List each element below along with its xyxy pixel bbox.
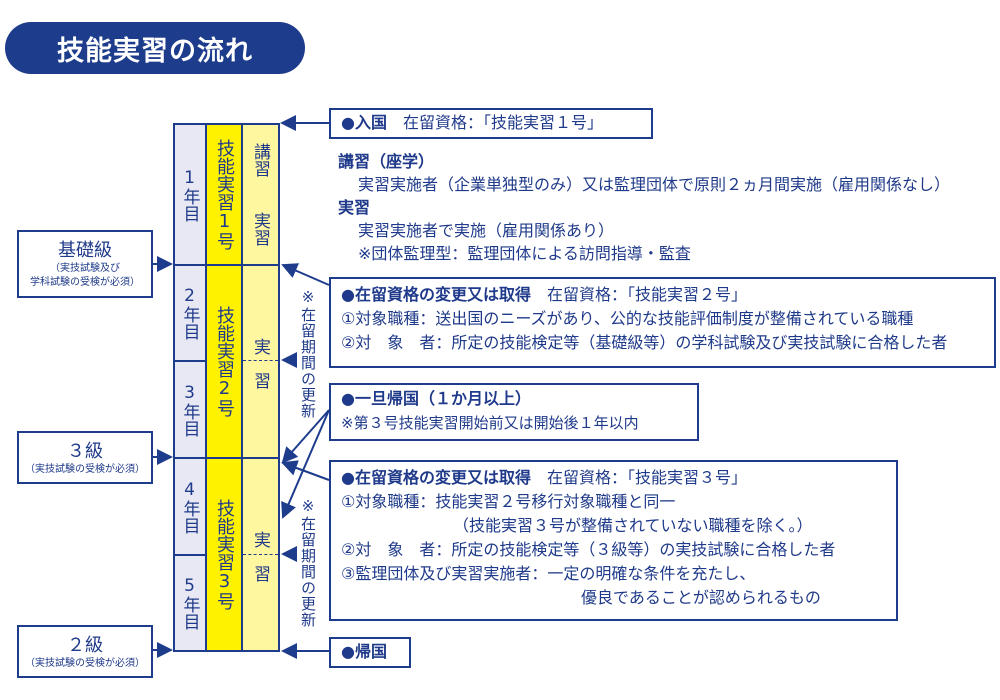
basic-grade-box: 基礎級 （実技試験及び 学科試験の受検が必須） — [17, 230, 153, 298]
change3-line3b: 優良であることが認められるもの — [581, 588, 821, 607]
practice-cell-2: 実 習 — [241, 264, 280, 459]
stage-2: 技能実習2号 — [205, 264, 243, 459]
change2-status: 在留資格：「技能実習２号」 — [546, 285, 747, 304]
temp-return-note: ※第３号技能実習開始前又は開始後１年以内 — [341, 414, 639, 432]
ji: 実 — [250, 531, 270, 548]
lecture-text: 講習（座学） 実習実施者（企業単独型のみ）又は監理団体で原則２ヵ月間実施（雇用関… — [338, 150, 950, 265]
lecture-heading: 講習（座学） — [338, 152, 435, 171]
grade3-title: ３級 — [67, 441, 103, 462]
change2-head: ●在留資格の変更又は取得 — [341, 285, 531, 304]
stage-3: 技能実習3号 — [205, 457, 243, 652]
renewal-note-2: ※在留期間の更新 — [299, 497, 317, 628]
return-head: ●帰国 — [341, 642, 387, 661]
entry-head: ●入国 — [341, 113, 387, 132]
grade3-box: ３級 （実技試験の受検が必須） — [17, 431, 153, 484]
year-2: 2年目 — [173, 264, 207, 362]
change2-line1: ①対象職種：送出国のニーズがあり、公的な技能評価制度が整備されている職種 — [341, 309, 914, 328]
change-status-3-box: ●在留資格の変更又は取得 在留資格：「技能実習３号」 ①対象職種：技能実習２号移… — [329, 460, 898, 621]
practice-note: ※団体監理型：監理団体による訪問指導・監査 — [358, 244, 691, 263]
change3-head: ●在留資格の変更又は取得 — [341, 468, 531, 487]
change3-line2: ②対 象 者：所定の技能検定等（３級等）の実技試験に合格した者 — [341, 540, 836, 559]
lecture-cell: 講習 — [241, 123, 280, 195]
change3-line1: ①対象職種：技能実習２号移行対象職種と同一 — [341, 492, 676, 511]
syu: 習 — [250, 372, 270, 389]
practice-cell-1: 実習 — [241, 193, 280, 266]
change3-status: 在留資格：「技能実習３号」 — [546, 468, 747, 487]
year-1: 1年目 — [173, 123, 207, 266]
divider — [243, 360, 278, 361]
stage-1: 技能実習1号 — [205, 123, 243, 266]
arrow-temp-return1 — [281, 409, 330, 464]
grade2-title: ２級 — [67, 635, 103, 656]
renewal-note-1: ※在留期間の更新 — [299, 288, 317, 419]
temp-return-head: ●一旦帰国（１か月以上） — [341, 389, 531, 408]
page-title: 技能実習の流れ — [5, 22, 305, 74]
syu: 習 — [250, 565, 270, 582]
arrow-change2 — [281, 263, 330, 286]
grade3-note: （実技試験の受検が必須） — [25, 464, 145, 475]
change-status-2-box: ●在留資格の変更又は取得 在留資格：「技能実習２号」 ①対象職種：送出国のニーズ… — [329, 277, 996, 368]
practice-cell-3: 実 習 — [241, 457, 280, 652]
entry-box: ●入国 在留資格：「技能実習１号」 — [329, 108, 653, 139]
ji: 実 — [250, 338, 270, 355]
change2-line2: ②対 象 者：所定の技能検定等（基礎級等）の学科試験及び実技試験に合格した者 — [341, 333, 948, 352]
divider — [243, 554, 278, 555]
basic-grade-note: （実技試験及び — [50, 263, 120, 274]
basic-grade-title: 基礎級 — [58, 240, 112, 261]
practice-heading: 実習 — [338, 198, 371, 217]
year-4: 4年目 — [173, 457, 207, 556]
practice-line: 実習実施者で実施（雇用関係あり） — [358, 221, 615, 240]
entry-status: 在留資格：「技能実習１号」 — [402, 113, 603, 132]
arrow-temp-return2 — [281, 409, 330, 519]
change3-line1b: （技能実習３号が整備されていない職種を除く。） — [453, 516, 813, 535]
temporary-return-box: ●一旦帰国（１か月以上） ※第３号技能実習開始前又は開始後１年以内 — [329, 383, 699, 441]
lecture-line: 実習実施者（企業単独型のみ）又は監理団体で原則２ヵ月間実施（雇用関係なし） — [358, 175, 951, 194]
grade2-note: （実技試験の受検が必須） — [25, 658, 145, 669]
arrow-change3 — [281, 460, 330, 481]
change3-line3: ③監理団体及び実習実施者：一定の明確な条件を充たし、 — [341, 564, 756, 583]
return-box: ●帰国 — [329, 637, 411, 668]
basic-grade-note2: 学科試験の受検が必須） — [30, 277, 140, 288]
grade2-box: ２級 （実技試験の受検が必須） — [17, 625, 153, 678]
